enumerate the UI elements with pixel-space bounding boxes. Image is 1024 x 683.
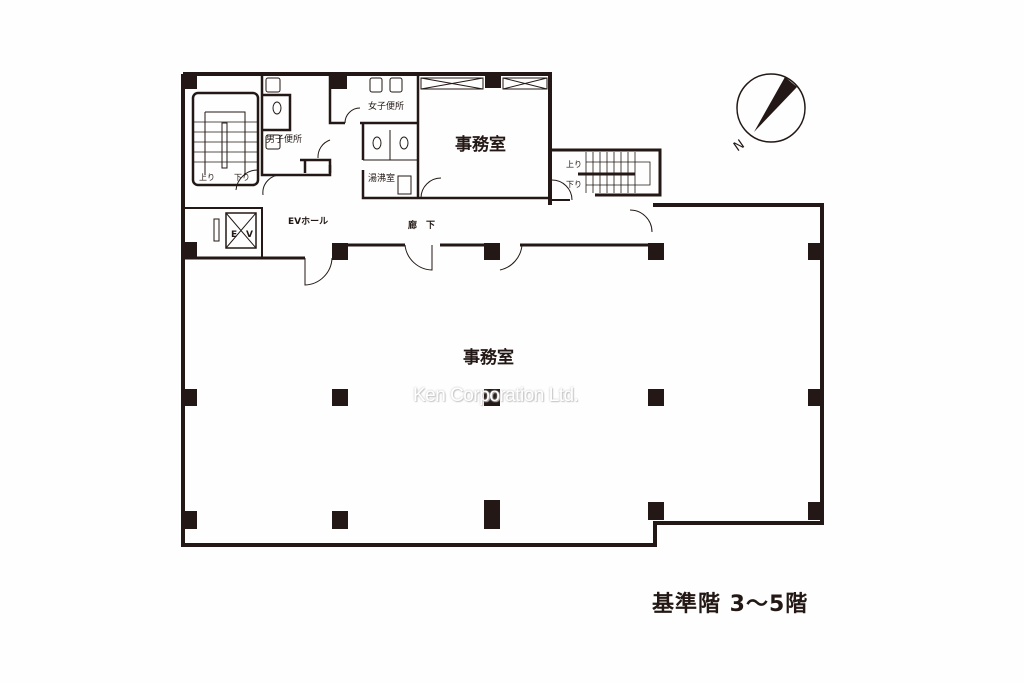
stairs-left-up: 上り	[199, 173, 215, 182]
svg-text:N: N	[731, 137, 748, 155]
womens-restroom-label: 女子便所	[368, 100, 404, 112]
svg-text:E: E	[231, 230, 237, 240]
mens-restroom-label: 男子便所	[266, 133, 302, 145]
north-arrow-icon: N	[731, 73, 806, 155]
pillars	[183, 74, 822, 529]
stairs-left-down: 下り	[234, 173, 250, 182]
corridor-label: 廊 下	[408, 219, 435, 231]
outer-wall	[181, 74, 824, 547]
watermark: Ken Corporation Ltd.	[413, 385, 579, 406]
ev-hall-label: EVホール	[288, 216, 328, 227]
kitchenette-label: 湯沸室	[368, 172, 395, 184]
upper-office-label: 事務室	[455, 134, 506, 155]
top-wall	[183, 72, 552, 205]
stairs-right-up: 上り	[566, 160, 582, 169]
main-office-label: 事務室	[463, 347, 514, 368]
svg-text:V: V	[246, 230, 253, 240]
floor-title: 基準階 3～5階	[652, 592, 809, 617]
stairs-right-down: 下り	[566, 180, 582, 189]
